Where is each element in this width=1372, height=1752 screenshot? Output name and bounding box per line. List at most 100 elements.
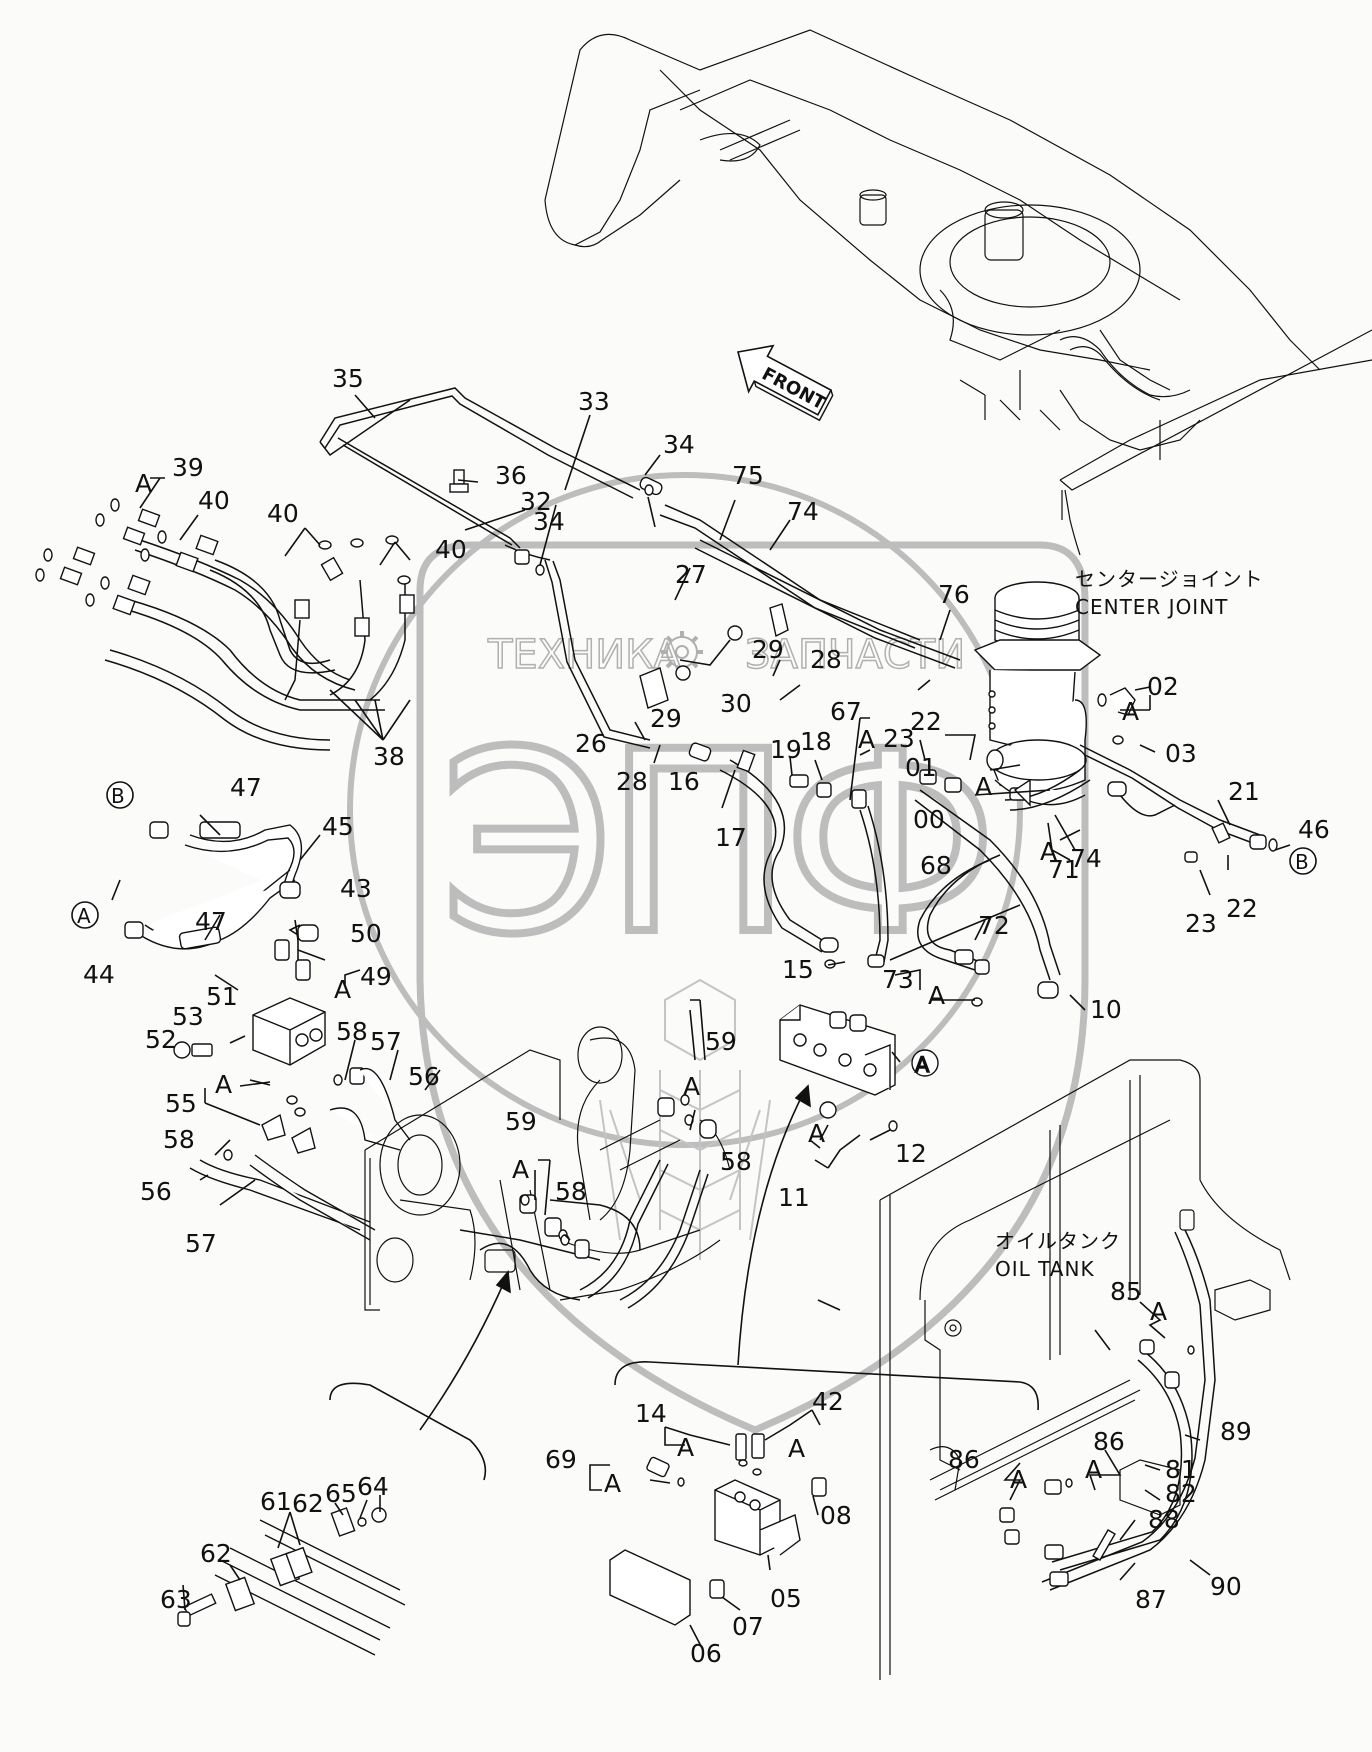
part-number-label: 43 bbox=[340, 874, 372, 903]
part-number-label: 36 bbox=[495, 461, 527, 490]
part-number-label: 75 bbox=[732, 461, 764, 490]
part-number-label: 90 bbox=[1210, 1572, 1242, 1601]
part-number-label: 59 bbox=[505, 1107, 537, 1136]
center-joint-label-jp: センタージョイント bbox=[1075, 567, 1264, 591]
part-number-label: 87 bbox=[1135, 1585, 1167, 1614]
part-number-label: 86 bbox=[1093, 1427, 1125, 1456]
connector-ref-b-left: B bbox=[106, 781, 134, 809]
pipe-assembly-upper-left bbox=[104, 387, 961, 751]
part-number-label: 57 bbox=[185, 1229, 217, 1258]
connector-ref-label: A bbox=[1122, 697, 1139, 726]
valve-block-center: A bbox=[779, 1004, 939, 1132]
svg-text:A: A bbox=[77, 904, 91, 928]
part-number-label: 64 bbox=[357, 1472, 389, 1501]
part-number-label: 12 bbox=[895, 1139, 927, 1168]
connector-ref-label: A bbox=[512, 1155, 529, 1184]
part-number-label: 67 bbox=[830, 697, 862, 726]
part-number-label: 45 bbox=[322, 812, 354, 841]
part-number-label: 01 bbox=[905, 753, 937, 782]
oil-tank-fittings bbox=[999, 1339, 1195, 1587]
part-number-label: 29 bbox=[752, 635, 784, 664]
oil-tank-drawing bbox=[879, 1059, 1291, 1680]
callout-arrows bbox=[329, 1084, 1039, 1481]
part-number-label: 16 bbox=[668, 767, 700, 796]
part-number-label: 72 bbox=[978, 911, 1010, 940]
part-number-label: 00 bbox=[913, 805, 945, 834]
part-number-label: 56 bbox=[408, 1062, 440, 1091]
part-number-label: 38 bbox=[373, 742, 405, 771]
part-number-label: 61 bbox=[260, 1487, 292, 1516]
part-number-label: 06 bbox=[690, 1639, 722, 1668]
part-number-label: 33 bbox=[578, 387, 610, 416]
part-number-label: 26 bbox=[575, 729, 607, 758]
hoses-boom bbox=[459, 1159, 709, 1309]
part-number-label: 69 bbox=[545, 1445, 577, 1474]
part-number-label: 56 bbox=[140, 1177, 172, 1206]
part-number-label: 23 bbox=[1185, 909, 1217, 938]
clamps-29-30 bbox=[639, 603, 789, 709]
part-number-label: 18 bbox=[800, 727, 832, 756]
part-number-label: 55 bbox=[165, 1089, 197, 1118]
part-number-label: 89 bbox=[1220, 1417, 1252, 1446]
part-number-label: 02 bbox=[1147, 672, 1179, 701]
connector-ref-label: A bbox=[135, 469, 152, 498]
part-number-label: 17 bbox=[715, 823, 747, 852]
part-number-label: 52 bbox=[145, 1025, 177, 1054]
connector-ref-label: A bbox=[858, 725, 875, 754]
fittings-right bbox=[1097, 687, 1278, 863]
connector-ref-label: A bbox=[215, 1070, 232, 1099]
part-number-label: 40 bbox=[435, 535, 467, 564]
svg-text:B: B bbox=[111, 784, 125, 808]
part-number-label: 68 bbox=[920, 851, 952, 880]
block-51-assembly bbox=[124, 821, 411, 1241]
connector-ref-label: A bbox=[1010, 1465, 1027, 1494]
connector-ref-label: A bbox=[334, 975, 351, 1004]
part-number-label: 73 bbox=[882, 965, 914, 994]
part-number-label: 05 bbox=[770, 1584, 802, 1613]
part-number-label: 86 bbox=[948, 1445, 980, 1474]
oil-tank-label-jp: オイルタンク bbox=[995, 1229, 1121, 1253]
part-number-label: 46 bbox=[1298, 815, 1330, 844]
detail-clamp-61-65 bbox=[177, 1507, 406, 1656]
part-number-label: 82 bbox=[1165, 1479, 1197, 1508]
part-number-label: 76 bbox=[938, 580, 970, 609]
part-number-label: 50 bbox=[350, 919, 382, 948]
part-number-label: 88 bbox=[1148, 1505, 1180, 1534]
center-joint-label-en: CENTER JOINT bbox=[1075, 595, 1228, 619]
part-number-label: 58 bbox=[163, 1125, 195, 1154]
wheat-emblem bbox=[599, 978, 771, 1260]
part-number-label: 30 bbox=[720, 689, 752, 718]
connector-ref-label: A bbox=[677, 1433, 694, 1462]
part-number-label: 58 bbox=[720, 1147, 752, 1176]
connector-ref-label: A bbox=[928, 981, 945, 1010]
part-number-label: 49 bbox=[360, 962, 392, 991]
watermark-left-text: ТЕХНИКА bbox=[487, 632, 682, 678]
part-number-label: 71 bbox=[1048, 855, 1080, 884]
part-number-label: 08 bbox=[820, 1501, 852, 1530]
part-number-label: 22 bbox=[910, 707, 942, 736]
part-number-label: 47 bbox=[195, 907, 227, 936]
part-number-label: 28 bbox=[810, 645, 842, 674]
part-number-label: 03 bbox=[1165, 739, 1197, 768]
svg-text:B: B bbox=[1295, 850, 1309, 874]
fittings-middle bbox=[688, 742, 1059, 1007]
part-number-label: 10 bbox=[1090, 995, 1122, 1024]
watermark-right-text: ЗАПЧАСТИ bbox=[745, 632, 965, 678]
part-number-label: 62 bbox=[292, 1489, 324, 1518]
part-number-label: 14 bbox=[635, 1399, 667, 1428]
part-number-label: 35 bbox=[332, 364, 364, 393]
part-number-label: 81 bbox=[1165, 1455, 1197, 1484]
part-number-label: 29 bbox=[650, 704, 682, 733]
fittings-boom bbox=[519, 1094, 717, 1259]
part-number-label: 34 bbox=[533, 507, 565, 536]
part-number-label: 34 bbox=[663, 430, 695, 459]
connector-ref-label: A bbox=[604, 1469, 621, 1498]
part-number-label: 59 bbox=[705, 1027, 737, 1056]
part-number-label: 74 bbox=[1070, 844, 1102, 873]
part-number-label: 27 bbox=[675, 560, 707, 589]
part-number-label: 21 bbox=[1228, 777, 1260, 806]
detail-valve-05-08 bbox=[609, 1433, 827, 1626]
oil-tank-hoses bbox=[1041, 1229, 1216, 1591]
part-number-label: 57 bbox=[370, 1027, 402, 1056]
